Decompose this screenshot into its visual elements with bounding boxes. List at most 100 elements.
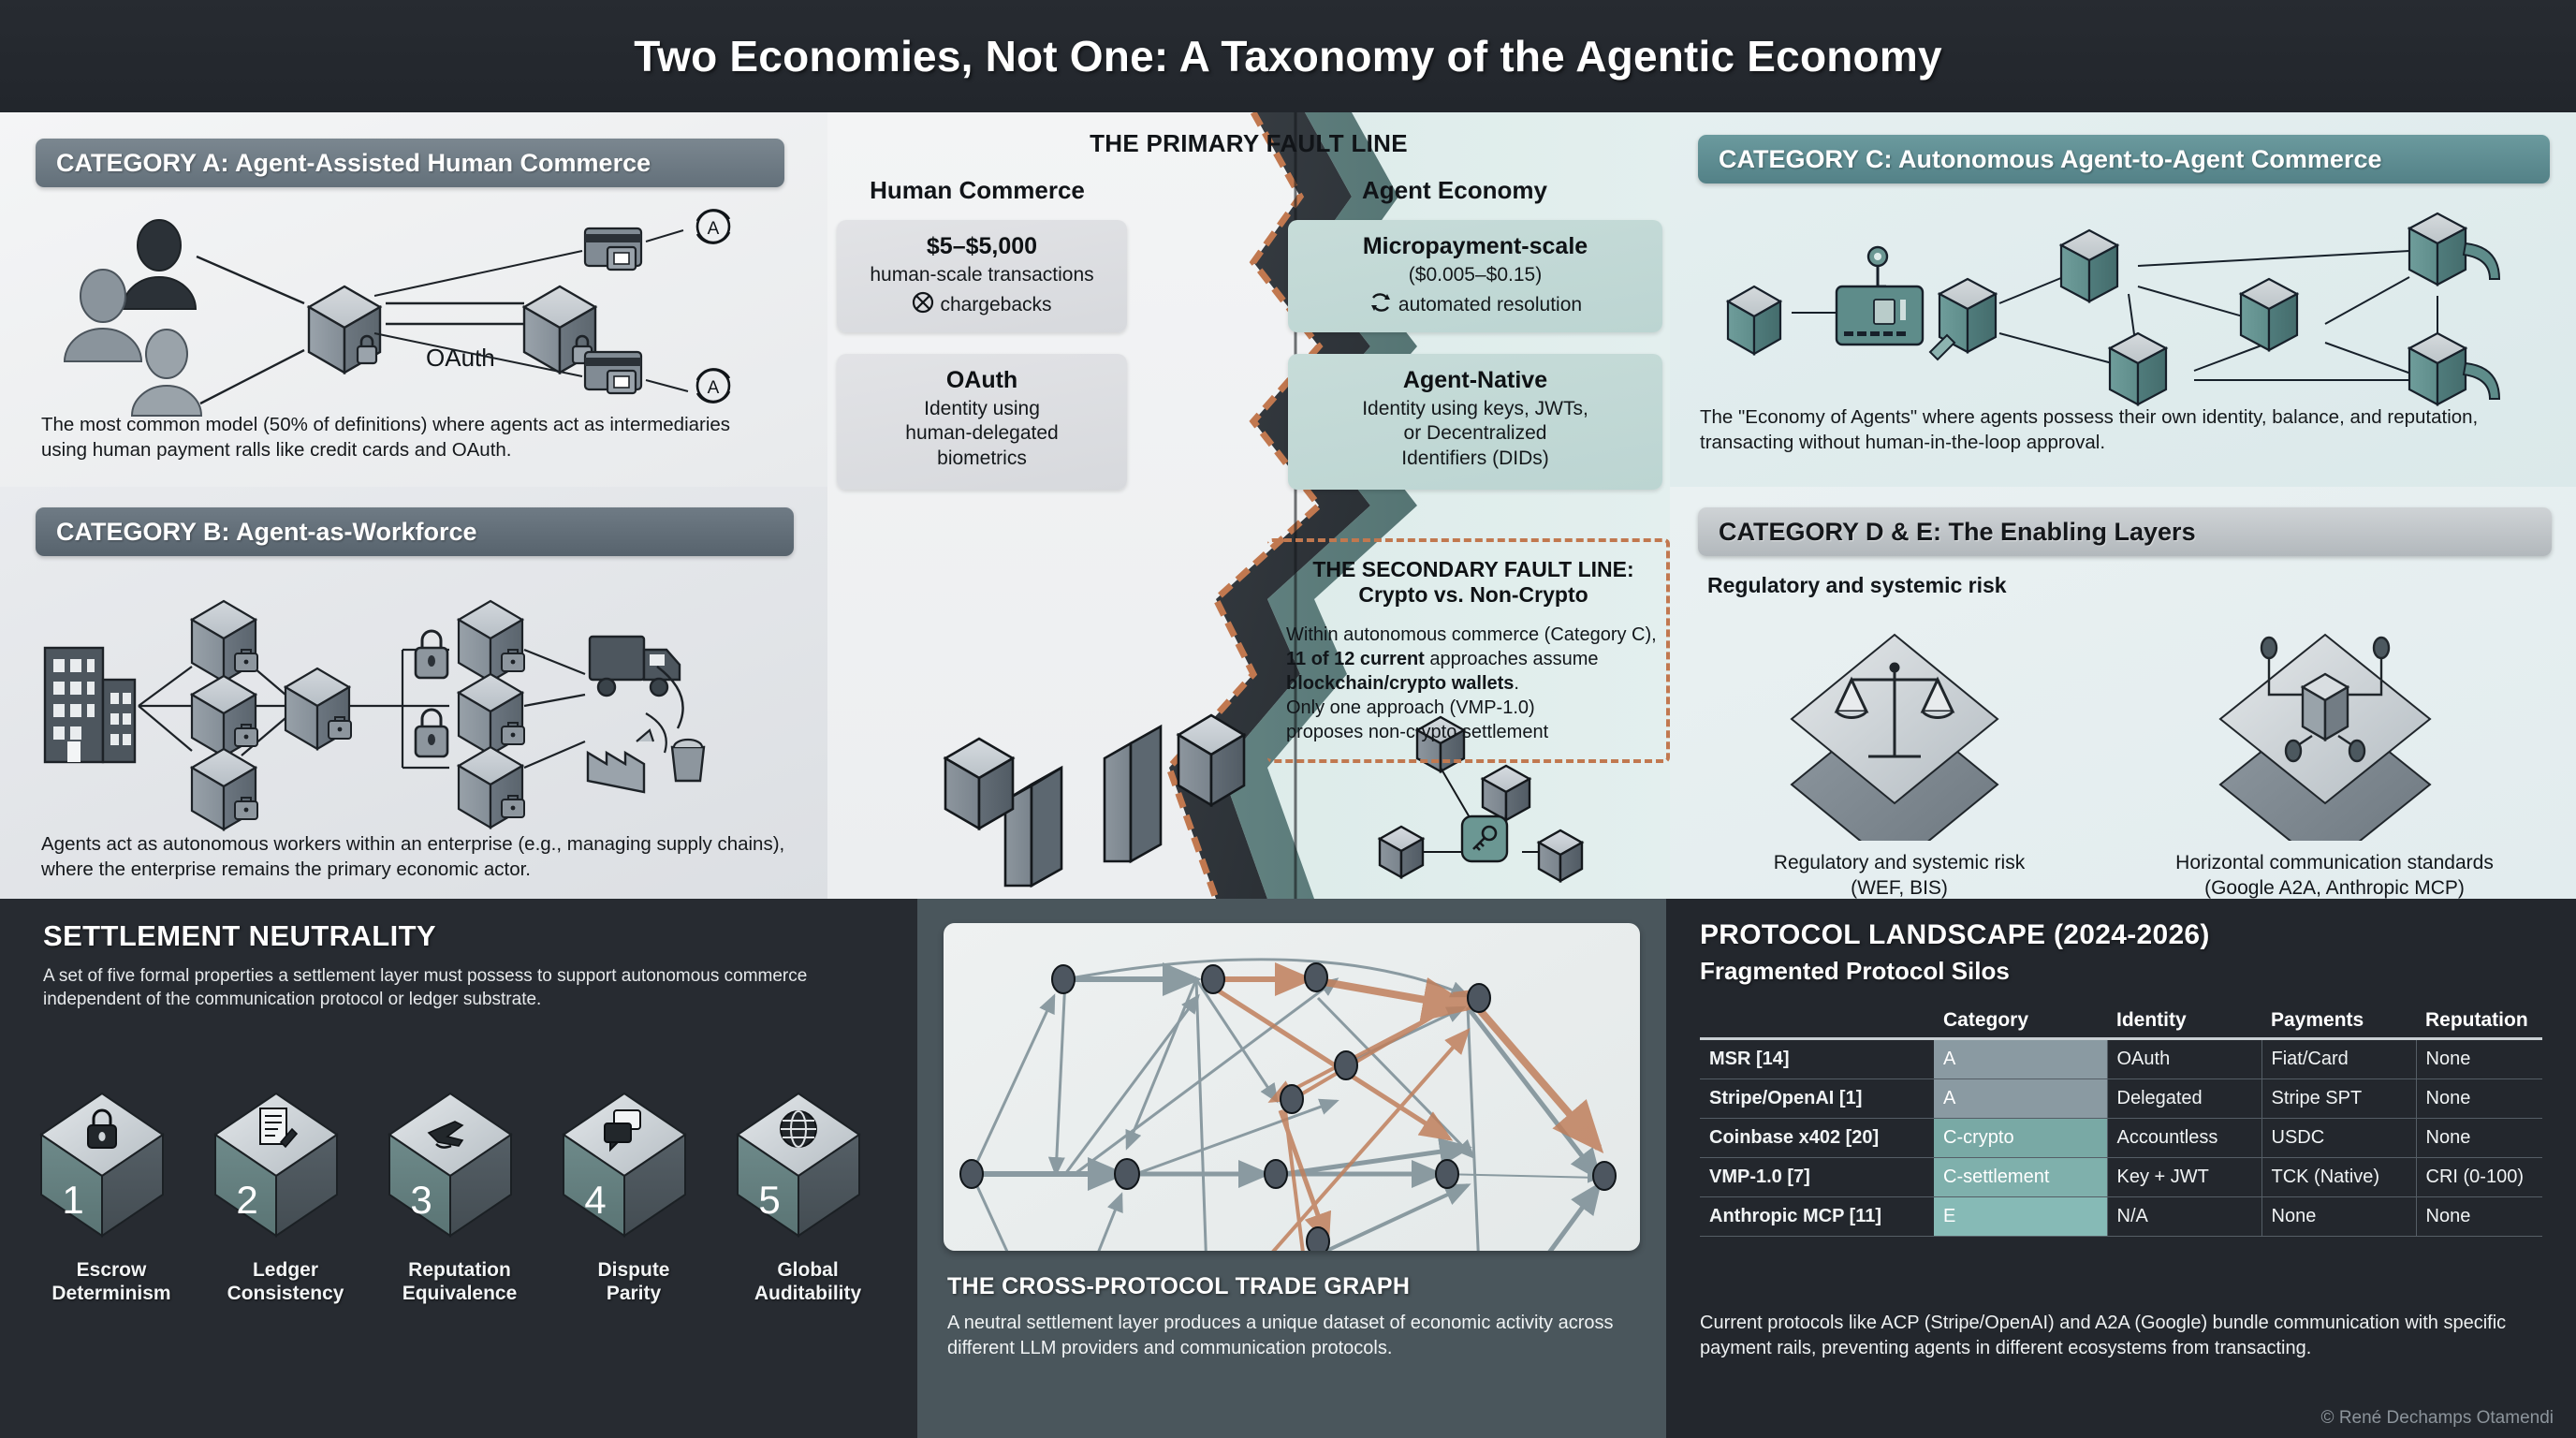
pillar-4-label1: Dispute: [597, 1259, 670, 1281]
worker-agent-cube-icon: [456, 745, 525, 829]
row-category: A: [1934, 1038, 2107, 1079]
fault-card-oauth: OAuth Identity using human-delegated bio…: [837, 354, 1127, 490]
human-commerce-column-header: Human Commerce: [870, 176, 1085, 204]
trade-graph-panel: THE CROSS-PROTOCOL TRADE GRAPH A neutral…: [917, 899, 1666, 1438]
fault-right-sub-2: Identity using keys, JWTs, or Decentrali…: [1362, 398, 1588, 469]
trade-graph-canvas: [944, 923, 1640, 1251]
plane-icon: [427, 1121, 464, 1149]
row-reputation: None: [2415, 1118, 2542, 1158]
agent-cube-icon: [521, 285, 598, 375]
agent-cube-icon: [2407, 331, 2501, 406]
briefcase-icon: [501, 649, 525, 672]
table-header-row: Category Identity Payments Reputation: [1700, 1004, 2542, 1040]
page-title: Two Economies, Not One: A Taxonomy of th…: [634, 32, 1942, 81]
worker-agent-cube-icon: [283, 667, 352, 751]
settlement-blurb: A set of five formal properties a settle…: [43, 966, 808, 1010]
secondary-fault-body-pre: Within autonomous commerce (Category C),: [1286, 624, 1657, 646]
col-payments: Payments: [2261, 1004, 2416, 1040]
secondary-fault-block: THE SECONDARY FAULT LINE: Crypto vs. Non…: [1286, 557, 1661, 744]
worker-agent-cube-icon: [456, 672, 525, 756]
pillar-escrow-determinism: 1 Escrow Determinism: [32, 1086, 191, 1305]
protocol-table: Category Identity Payments Reputation MS…: [1700, 1004, 2542, 1237]
pillar-5-label2: Auditability: [754, 1283, 862, 1305]
fault-left-title-1: $5–$5,000: [926, 233, 1038, 259]
secondary-fault-mid-2: .: [1514, 673, 1519, 695]
settlement-heading: SETTLEMENT NEUTRALITY: [43, 919, 436, 952]
row-reputation: None: [2415, 1078, 2542, 1119]
trade-graph-blurb: A neutral settlement layer produces a un…: [947, 1313, 1614, 1358]
category-b-blurb: Agents act as autonomous workers within …: [41, 833, 785, 881]
agent-badge-label: A: [708, 219, 720, 239]
pillar-1-label2: Determinism: [51, 1283, 171, 1305]
trade-graph-svg: [959, 958, 1617, 1251]
primary-fault-title: THE PRIMARY FAULT LINE: [1090, 129, 1408, 157]
category-de-diagram: [1790, 633, 2432, 841]
secondary-fault-mid-1: approaches assume: [1424, 649, 1599, 670]
trade-graph-heading: THE CROSS-PROTOCOL TRADE GRAPH: [947, 1273, 1411, 1299]
worker-agent-cube-icon: [189, 599, 258, 683]
fault-right-note-1: automated resolution: [1398, 294, 1583, 316]
pillar-prism: 3: [388, 1092, 513, 1238]
credit-line: © René Dechamps Otamendi: [2320, 1408, 2554, 1428]
pillar-prism: 4: [562, 1092, 687, 1238]
category-c-header: CATEGORY C: Autonomous Agent-to-Agent Co…: [1698, 135, 2550, 183]
row-payments: Fiat/Card: [2261, 1038, 2416, 1079]
de-caption-1-line1: Regulatory and systemic risk: [1773, 852, 2026, 873]
table-row: MSR [14] A OAuth Fiat/Card None: [1700, 1038, 2542, 1079]
pillar-number: 2: [236, 1178, 257, 1222]
person-icon: [63, 269, 143, 362]
row-reputation: None: [2415, 1196, 2542, 1237]
title-bar: Two Economies, Not One: A Taxonomy of th…: [0, 0, 2576, 112]
table-row: Anthropic MCP [11] E N/A None None: [1700, 1196, 2542, 1237]
row-identity: Key + JWT: [2106, 1157, 2261, 1197]
settlement-neutrality-panel: SETTLEMENT NEUTRALITY A set of five form…: [0, 899, 917, 1438]
agent-badge-icon: A: [695, 209, 731, 244]
agent-cube-icon: [2058, 228, 2120, 303]
category-c-blurb: The "Economy of Agents" where agents pos…: [1700, 406, 2479, 454]
col-category: Category: [1934, 1004, 2107, 1040]
row-name: Stripe/OpenAI [1]: [1700, 1078, 1934, 1119]
pillar-number: 4: [584, 1178, 606, 1222]
lock-icon: [414, 629, 449, 680]
enabling-layer-tile: [1790, 633, 1999, 841]
de-caption-2-line1: Horizontal communication standards: [2175, 852, 2494, 873]
row-identity: Accountless: [2106, 1118, 2261, 1158]
pillar-prism: 2: [213, 1092, 339, 1238]
de-caption-2-line2: (Google A2A, Anthropic MCP): [2204, 877, 2465, 900]
pillar-4-label2: Parity: [606, 1283, 662, 1305]
pillar-3-label2: Equivalence: [402, 1283, 518, 1305]
briefcase-icon: [328, 716, 352, 740]
credit-card-icon: [1835, 285, 1925, 346]
pillar-number: 5: [758, 1178, 780, 1222]
secondary-fault-bold-2: blockchain/crypto wallets: [1286, 673, 1515, 695]
truck-icon: [588, 635, 681, 697]
agent-economy-column-header: Agent Economy: [1362, 176, 1547, 204]
agent-cube-icon: [2238, 277, 2300, 352]
pillar-prism: 5: [736, 1092, 861, 1238]
network-cube-icon: [2260, 636, 2391, 763]
pillar-2-label2: Consistency: [227, 1283, 344, 1305]
row-category: C-crypto: [1934, 1118, 2107, 1158]
col-reputation: Reputation: [2416, 1004, 2542, 1040]
category-a-diagram: OAuth: [63, 209, 731, 417]
primary-fault-panel: THE PRIMARY FAULT LINE Human Commerce Ag…: [827, 112, 1670, 899]
fault-right-sub-1: ($0.005–$0.15): [1408, 264, 1543, 286]
credit-card-icon: [583, 227, 643, 271]
person-icon: [130, 329, 203, 417]
table-row: VMP-1.0 [7] C-settlement Key + JWT TCK (…: [1700, 1157, 2542, 1197]
col-blank: [1700, 1004, 1934, 1040]
refresh-cycle-icon: [1368, 291, 1393, 314]
row-identity: OAuth: [2106, 1038, 2261, 1079]
key-node-icon: [1460, 814, 1509, 863]
no-chargeback-icon: [912, 291, 934, 314]
secondary-fault-title-2: Crypto vs. Non-Crypto: [1358, 582, 1588, 608]
protocol-footnote: Current protocols like ACP (Stripe/OpenA…: [1700, 1313, 2507, 1358]
fault-left-sub-1: human-scale transactions: [870, 264, 1094, 286]
category-b-panel: CATEGORY B: Agent-as-Workforce: [0, 487, 827, 899]
agent-badge-label: A: [708, 378, 720, 398]
secondary-fault-bold-1: 11 of 12 current: [1286, 649, 1425, 670]
fault-card-micropayments: Micropayment-scale ($0.005–$0.15) automa…: [1288, 220, 1662, 332]
briefcase-icon: [234, 649, 258, 672]
agent-cube-icon: [1725, 285, 1783, 356]
table-row: Coinbase x402 [20] C-crypto Accountless …: [1700, 1118, 2542, 1158]
